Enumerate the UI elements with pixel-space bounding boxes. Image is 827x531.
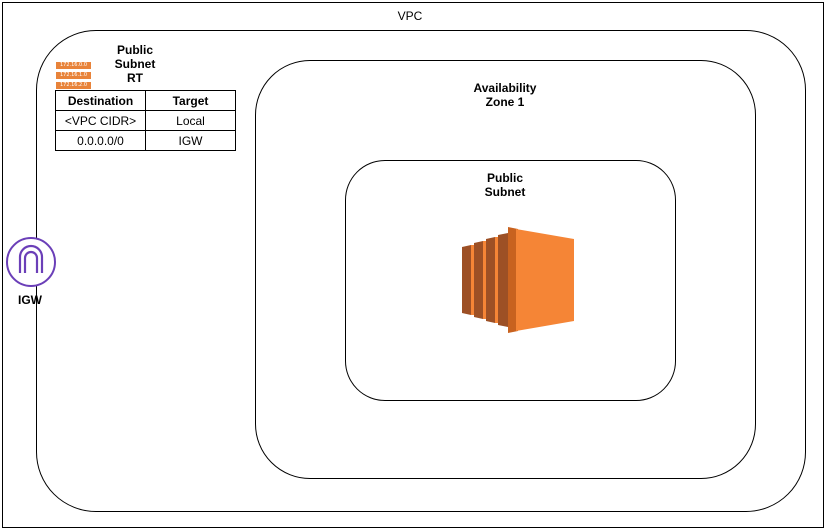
availability-zone-label: Availability Zone 1	[455, 81, 555, 109]
table-row: 0.0.0.0/0 IGW	[55, 130, 236, 151]
route-table-icon-bar: 172.16.0.0	[56, 62, 91, 69]
internet-gateway-icon	[6, 237, 56, 287]
availability-zone-container	[255, 60, 756, 479]
ec2-instance-icon	[462, 227, 574, 333]
route-table-title-line3: RT	[127, 71, 143, 85]
route-table-icon-bar: 172.16.1.0	[56, 72, 91, 79]
route-table-header-target: Target	[145, 90, 236, 111]
route-table-title: Public Subnet RT	[105, 43, 165, 85]
route-destination-cell: <VPC CIDR>	[55, 110, 146, 131]
route-table-title-line1: Public	[116, 43, 153, 57]
route-target-cell: Local	[145, 110, 236, 131]
public-subnet-label-line1: Public	[486, 171, 523, 185]
route-table-header-row: Destination Target	[55, 90, 236, 111]
route-table-icon-bar: 172.16.2.0	[56, 82, 91, 89]
route-destination-cell: 0.0.0.0/0	[55, 130, 146, 151]
public-subnet-label-line2: Subnet	[484, 185, 526, 199]
table-row: <VPC CIDR> Local	[55, 110, 236, 131]
igw-label: IGW	[18, 293, 42, 307]
public-subnet-container	[345, 160, 676, 401]
route-table-header-destination: Destination	[55, 90, 146, 111]
route-table-title-line2: Subnet	[114, 57, 156, 71]
route-target-cell: IGW	[145, 130, 236, 151]
vpc-label: VPC	[397, 9, 423, 23]
public-subnet-label: Public Subnet	[465, 171, 545, 199]
route-table: Destination Target <VPC CIDR> Local 0.0.…	[55, 90, 236, 151]
availability-zone-label-line1: Availability	[473, 81, 537, 95]
availability-zone-label-line2: Zone 1	[485, 95, 525, 109]
